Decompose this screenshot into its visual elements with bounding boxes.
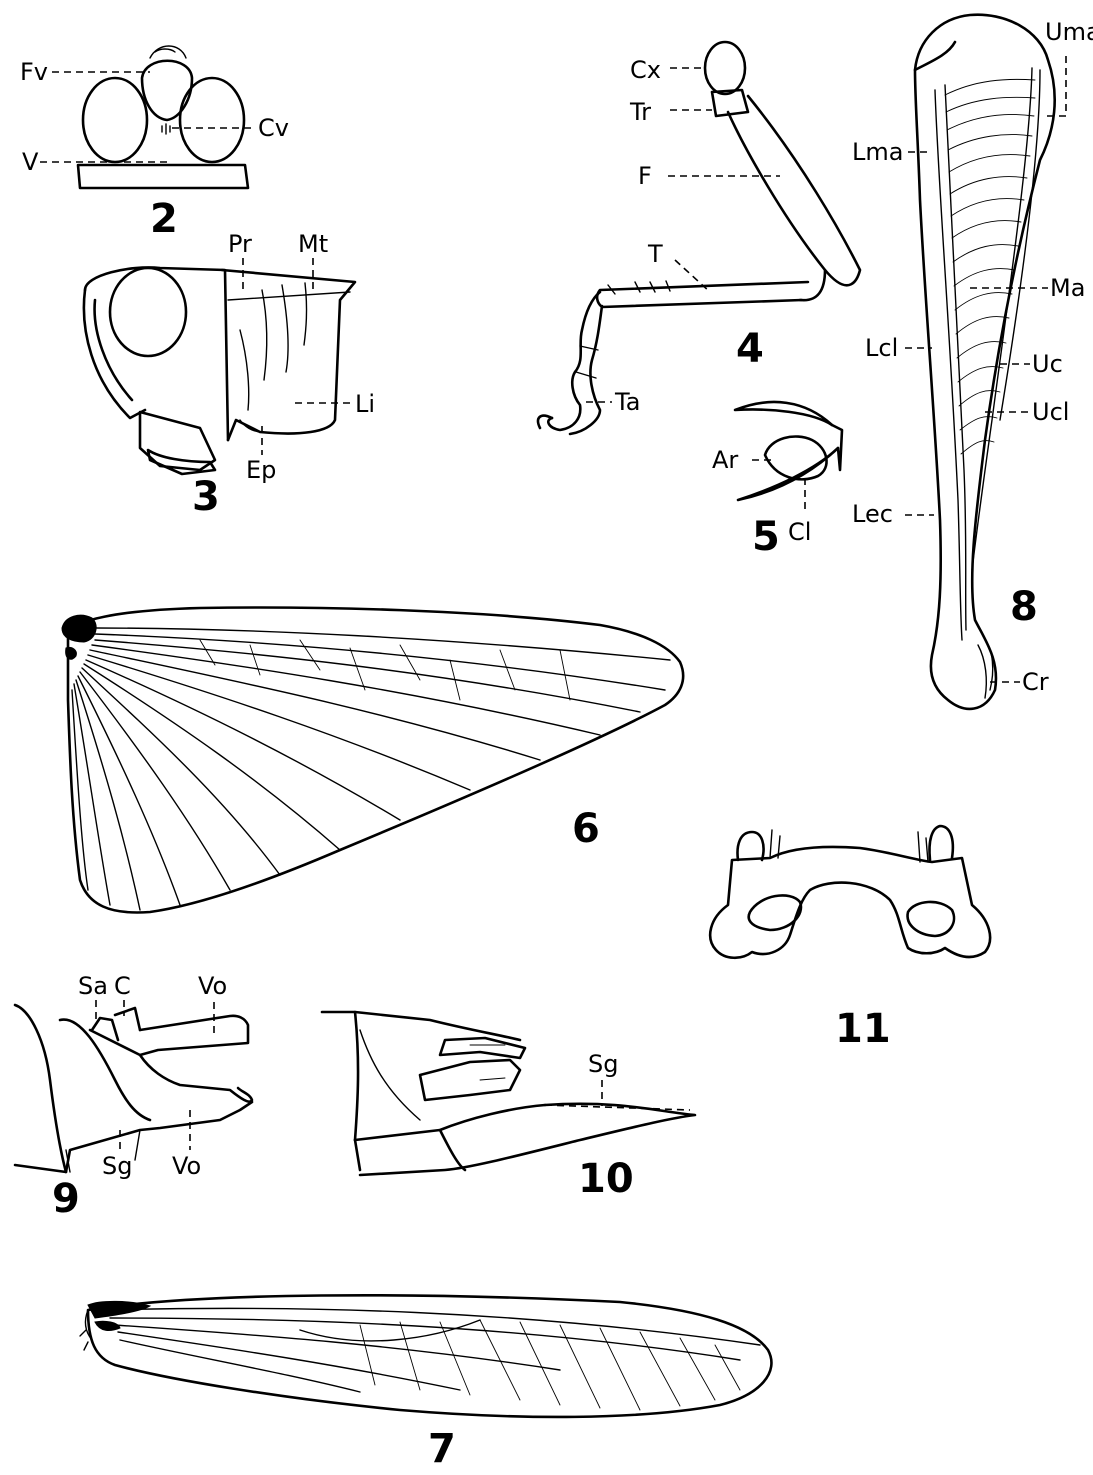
- label-ucl: Ucl: [1032, 398, 1069, 426]
- label-ta: Ta: [614, 388, 640, 416]
- label-lcl: Lcl: [865, 334, 898, 362]
- figure-number-3: 3: [192, 474, 220, 520]
- figure-number-2: 2: [150, 196, 178, 242]
- label-sa: Sa: [78, 972, 108, 1000]
- label-sg-10: Sg: [588, 1050, 618, 1078]
- figure-number-5: 5: [752, 514, 780, 560]
- label-t: T: [647, 240, 663, 268]
- label-cv: Cv: [258, 114, 289, 142]
- figure-number-10: 10: [578, 1156, 634, 1202]
- figure-number-6: 6: [572, 806, 600, 852]
- label-vo-lower: Vo: [172, 1152, 201, 1180]
- figure-6-hindwing: [62, 608, 683, 913]
- label-mt: Mt: [298, 230, 328, 258]
- label-ep: Ep: [246, 456, 276, 484]
- label-tr: Tr: [629, 98, 651, 126]
- label-pr: Pr: [228, 230, 252, 258]
- label-sg-9: Sg: [102, 1152, 132, 1180]
- label-c: C: [114, 972, 131, 1000]
- figure-9-apex: [15, 1000, 252, 1172]
- figure-5-claws: [735, 402, 842, 512]
- label-uma: Uma: [1045, 18, 1093, 46]
- label-lec: Lec: [852, 500, 893, 528]
- figure-11-sclerite: [710, 826, 990, 958]
- label-cx: Cx: [630, 56, 661, 84]
- label-vo-upper: Vo: [198, 972, 227, 1000]
- label-cl: Cl: [788, 518, 811, 546]
- figure-3-head-lateral: [84, 258, 355, 474]
- label-f: F: [638, 162, 652, 190]
- label-v: V: [22, 148, 39, 176]
- figure-number-4: 4: [736, 326, 764, 372]
- figure-4-leg: [538, 42, 860, 434]
- label-cr: Cr: [1022, 668, 1049, 696]
- figure-number-7: 7: [428, 1426, 456, 1472]
- label-fv: Fv: [20, 58, 48, 86]
- label-li: Li: [355, 390, 375, 418]
- label-lma: Lma: [852, 138, 903, 166]
- figure-10-apex: [322, 1012, 695, 1175]
- label-ma: Ma: [1050, 274, 1085, 302]
- label-ar: Ar: [712, 446, 738, 474]
- figure-number-9: 9: [52, 1176, 80, 1222]
- label-uc: Uc: [1032, 350, 1063, 378]
- figure-2-head-front: [40, 46, 255, 188]
- figure-7-forewing: [80, 1295, 771, 1417]
- figure-number-11: 11: [835, 1006, 891, 1052]
- figure-number-8: 8: [1010, 584, 1038, 630]
